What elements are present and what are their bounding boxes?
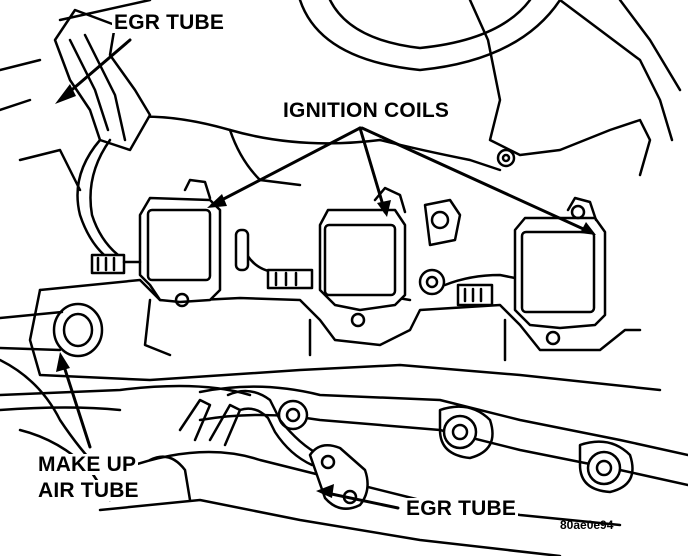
egr-tube-top — [53, 0, 152, 152]
leader-arrows — [58, 38, 592, 510]
head-bolts — [277, 399, 634, 494]
label-make-up-air-tube-line2: AIR TUBE — [36, 479, 141, 502]
label-make-up-air-tube-line1: MAKE UP — [36, 453, 139, 476]
arrowheads — [55, 84, 596, 498]
label-egr-tube-top: EGR TUBE — [112, 11, 227, 34]
figure-code: 80ae0e94 — [560, 518, 614, 532]
label-egr-tube-bottom: EGR TUBE — [404, 497, 519, 520]
ignition-coil-3 — [456, 148, 607, 346]
label-ignition-coils: IGNITION COILS — [281, 99, 452, 122]
ignition-coil-2 — [266, 186, 462, 328]
ignition-coil-1 — [90, 178, 250, 308]
egr-tube-bottom — [148, 389, 369, 510]
